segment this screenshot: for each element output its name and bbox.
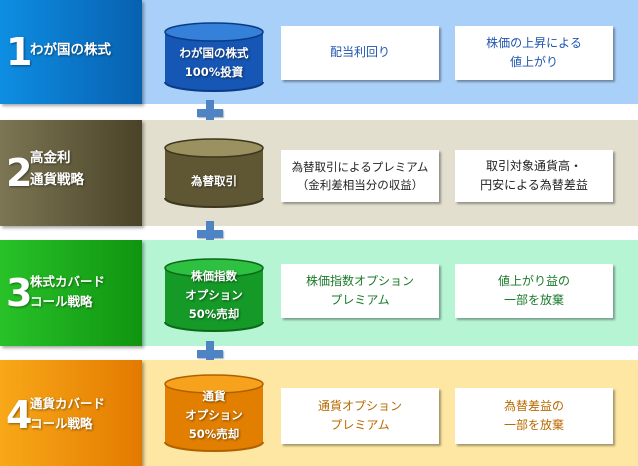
row-4-cylinder-shape [164, 374, 264, 452]
row-2: 2 高金利 通貨戦略 為替取引 為替取引によるプレミアム （金利差相当分の収益）… [0, 120, 638, 226]
row-1-cylinder-line-2: 100%投資 [184, 65, 244, 79]
row-3-cylinder: 株価指数 オプション 50%売却 [163, 258, 265, 334]
row-3-number: 3 [6, 271, 33, 315]
row-1-cylinder-shape [164, 22, 264, 92]
row-2-label-panel: 2 高金利 通貨戦略 [0, 120, 142, 226]
row-4-number: 4 [6, 393, 33, 437]
row-1-title-line-1: わが国の株式 [30, 42, 111, 58]
row-2-card-income: 為替取引によるプレミアム （金利差相当分の収益） [281, 150, 439, 202]
row-2-title-line-1: 高金利 [30, 150, 71, 166]
row-1-number: 1 [6, 30, 33, 74]
row-4-card-income: 通貨オプション プレミアム [281, 388, 439, 444]
row-2-cylinder-shape [164, 138, 264, 208]
row-4-cylinder-line-2: オプション [185, 408, 243, 422]
row-2-cylinder-line-1: 為替取引 [191, 174, 237, 188]
row-1-cylinder-line-1: わが国の株式 [179, 46, 249, 60]
row-3: 3 株式カバード コール戦略 株価指数 オプション 50%売却 株価指数オプショ… [0, 240, 638, 346]
row-1-cylinder: わが国の株式 100%投資 [163, 22, 265, 94]
row-4-cylinder: 通貨 オプション 50%売却 [163, 374, 265, 454]
row-4-cylinder-line-3: 50%売却 [188, 427, 240, 441]
row-1-card-gain: 株価の上昇による 値上がり [455, 26, 613, 80]
row-4: 4 通貨カバード コール戦略 通貨 オプション 50%売却 通貨オプション プレ… [0, 360, 638, 466]
row-3-cylinder-line-2: オプション [185, 288, 243, 302]
row-1-label-panel: 1 わが国の株式 [0, 0, 142, 104]
row-4-title-line-1: 通貨カバード [30, 396, 106, 411]
row-4-title-line-2: コール戦略 [30, 416, 93, 431]
row-2-title-line-2: 通貨戦略 [30, 172, 84, 188]
row-2-cylinder: 為替取引 [163, 138, 265, 210]
row-3-card-income: 株価指数オプション プレミアム [281, 264, 439, 318]
row-3-cylinder-line-3: 50%売却 [188, 307, 240, 321]
row-4-card-gain: 為替差益の 一部を放棄 [455, 388, 613, 444]
row-3-title-line-2: コール戦略 [30, 294, 93, 309]
row-2-card-gain: 取引対象通貨高・ 円安による為替差益 [455, 150, 613, 202]
row-2-number: 2 [6, 151, 33, 195]
row-3-label-panel: 3 株式カバード コール戦略 [0, 240, 142, 346]
plus-icon-3 [197, 341, 223, 367]
row-3-title-line-1: 株式カバード [30, 274, 106, 289]
row-1-card-income: 配当利回り [281, 26, 439, 80]
row-4-cylinder-line-1: 通貨 [202, 389, 226, 403]
row-4-label-panel: 4 通貨カバード コール戦略 [0, 360, 142, 466]
plus-icon-1 [197, 100, 223, 126]
row-3-cylinder-shape [164, 258, 264, 332]
row-1: 1 わが国の株式 わが国の株式 100%投資 配当利回り 株価の上昇による 値上… [0, 0, 638, 104]
row-3-cylinder-line-1: 株価指数 [191, 269, 237, 283]
row-3-card-gain: 値上がり益の 一部を放棄 [455, 264, 613, 318]
plus-icon-2 [197, 221, 223, 247]
